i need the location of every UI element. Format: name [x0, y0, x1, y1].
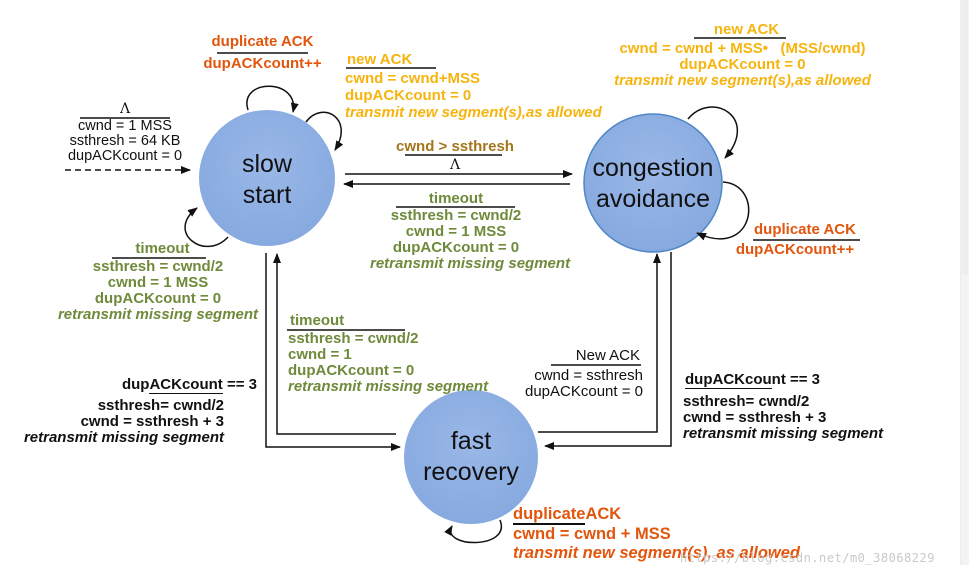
ss-to-fr-event-underlined: ACKcount — [149, 376, 223, 394]
ca-to-ss-actions: ssthresh = cwnd/2 cwnd = 1 MSS dupACKcou… — [370, 207, 571, 272]
fr-dup-ack-action: transmit new segment(s), as allowed — [513, 544, 800, 562]
fr-to-ss-action: cwnd = 1 — [288, 346, 352, 363]
ca-to-fr-event-underlined: dupACKcou — [685, 371, 772, 389]
initial-action: cwnd = 1 MSS — [78, 118, 172, 134]
ca-to-fr-action: retransmit missing segment — [683, 425, 884, 442]
ca-to-fr-event-suffix: nt == 3 — [771, 371, 821, 388]
ss-new-ack-action-3: transmit new segment(s),as allowed — [345, 104, 602, 121]
ss-new-ack-action-1: cwnd = cwnd+MSS — [345, 70, 481, 87]
ca-new-ack-loop-arrow — [687, 106, 739, 159]
ca-to-ss-action: dupACKcount = 0 — [392, 239, 520, 256]
fr-to-ss-action: retransmit missing segment — [288, 378, 489, 395]
ss-to-fr-event: dupACKcount == 3 — [60, 377, 257, 394]
slow-start-label: slow start — [203, 149, 331, 211]
ca-dup-ack-event: duplicate ACK — [754, 221, 856, 238]
fr-dup-ack-actions: cwnd = cwnd + MSS transmit new segment(s… — [513, 525, 800, 563]
ss-new-ack-loop-arrow — [305, 111, 344, 151]
fr-line-2: recovery — [423, 458, 519, 486]
ss-dup-ack-loop-arrow — [246, 85, 299, 113]
ss-to-fr-action: retransmit missing segment — [23, 429, 224, 446]
ss-timeout-action: ssthresh = cwnd/2 — [92, 258, 224, 275]
ss-timeout-action: retransmit missing segment — [57, 306, 259, 323]
ss-timeout-actions: ssthresh = cwnd/2 cwnd = 1 MSS dupACKcou… — [30, 259, 286, 323]
state-slow-start — [199, 110, 335, 246]
fr-to-ss-actions: ssthresh = cwnd/2 cwnd = 1 dupACKcount =… — [288, 331, 488, 395]
ss-to-fr-arrow — [265, 253, 401, 451]
ca-dup-ack-loop-arrow — [696, 181, 750, 241]
ss-to-fr-actions: ssthresh= cwnd/2 cwnd = ssthresh + 3 ret… — [0, 398, 224, 446]
fr-to-ca-actions: cwnd = ssthresh dupACKcount = 0 — [500, 368, 643, 400]
ca-dup-ack-action: dupACKcount++ — [735, 241, 855, 258]
ca-to-fr-action: ssthresh= cwnd/2 — [683, 393, 810, 410]
fr-to-ca-action: dupACKcount = 0 — [524, 383, 643, 400]
fr-to-ca-event: New ACK — [575, 347, 640, 364]
ss-new-ack-event: new ACK — [347, 51, 413, 68]
ss-to-fr-action: cwnd = ssthresh + 3 — [80, 413, 224, 430]
ca-new-ack-action: cwnd = cwnd + MSS• (MSS/cwnd) — [619, 40, 866, 57]
initial-action: ssthresh = 64 KB — [69, 133, 181, 149]
ss-timeout-event: timeout — [135, 240, 190, 257]
fr-to-ss-action: dupACKcount = 0 — [288, 362, 415, 379]
ca-to-fr-event: dupACKcount == 3 — [685, 372, 820, 389]
ss-timeout-action: cwnd = 1 MSS — [107, 274, 209, 291]
fr-to-ss-arrow — [273, 253, 396, 435]
ca-new-ack-action: transmit new segment(s),as allowed — [614, 72, 871, 89]
scrollbar-thumb[interactable] — [962, 0, 968, 275]
ss-dup-ack-action: dupACKcount++ — [203, 55, 322, 72]
initial-actions: cwnd = 1 MSS ssthresh = 64 KB dupACKcoun… — [55, 119, 195, 164]
fr-dup-ack-event: duplicate ACK — [513, 505, 621, 525]
initial-action: dupACKcount = 0 — [67, 148, 183, 164]
ca-to-fr-actions: ssthresh= cwnd/2 cwnd = ssthresh + 3 ret… — [683, 394, 883, 442]
ca-new-ack-event: new ACK — [713, 21, 780, 38]
ss-to-fr-event-suffix: == 3 — [222, 376, 257, 393]
fr-to-ss-event: timeout — [290, 312, 345, 329]
ca-new-ack-action: dupACKcount = 0 — [679, 56, 806, 73]
ss-to-ca-action: Λ — [449, 157, 461, 173]
ss-to-fr-event-prefix: dup — [121, 376, 150, 393]
ss-dup-ack-event: duplicate ACK — [211, 33, 314, 50]
initial-event: Λ — [119, 101, 131, 117]
fr-to-ca-arrow — [538, 253, 661, 433]
vertical-scrollbar[interactable] — [960, 0, 969, 565]
fr-dup-ack-event-underlined: duplicate — [513, 505, 586, 525]
fr-line-1: fast — [450, 427, 492, 455]
fr-to-ca-action: cwnd = ssthresh — [534, 367, 643, 384]
ca-to-fr-arrow — [544, 252, 672, 450]
ss-timeout-action: dupACKcount = 0 — [94, 290, 222, 307]
state-congestion-avoidance — [583, 113, 723, 253]
ca-line-2: avoidance — [596, 185, 710, 213]
watermark: https://blog.csdn.net/m0_38068229 — [680, 551, 935, 565]
ss-to-fr-action: ssthresh= cwnd/2 — [97, 397, 224, 414]
ss-timeout-loop-arrow — [184, 207, 229, 248]
ca-new-ack-event-wrap: new ACK — [600, 22, 885, 38]
ca-to-ss-action: ssthresh = cwnd/2 — [390, 207, 522, 224]
fast-recovery-label: fast recovery — [407, 426, 535, 488]
ss-to-ca-event: cwnd > ssthresh — [396, 138, 514, 155]
ca-new-ack-actions: cwnd = cwnd + MSS• (MSS/cwnd) dupACKcoun… — [600, 41, 885, 89]
fr-dup-ack-action: cwnd = cwnd + MSS — [513, 525, 671, 543]
ca-to-ss-action: cwnd = 1 MSS — [405, 223, 507, 240]
ss-new-ack-action-2: dupACKcount = 0 — [345, 87, 472, 104]
fr-dup-ack-event-suffix: ACK — [585, 505, 622, 523]
ca-to-ss-event: timeout — [428, 190, 484, 207]
slow-start-line-2: start — [242, 181, 292, 209]
fr-dup-ack-loop-arrow — [444, 519, 503, 544]
ca-line-1: congestion — [592, 154, 714, 182]
congestion-avoidance-label: congestion avoidance — [582, 153, 724, 215]
ca-to-ss-action: retransmit missing segment — [370, 255, 571, 272]
state-fast-recovery — [404, 390, 538, 524]
fr-to-ss-action: ssthresh = cwnd/2 — [288, 330, 419, 347]
slow-start-line-1: slow — [241, 150, 292, 178]
ca-to-fr-action: cwnd = ssthresh + 3 — [683, 409, 827, 426]
